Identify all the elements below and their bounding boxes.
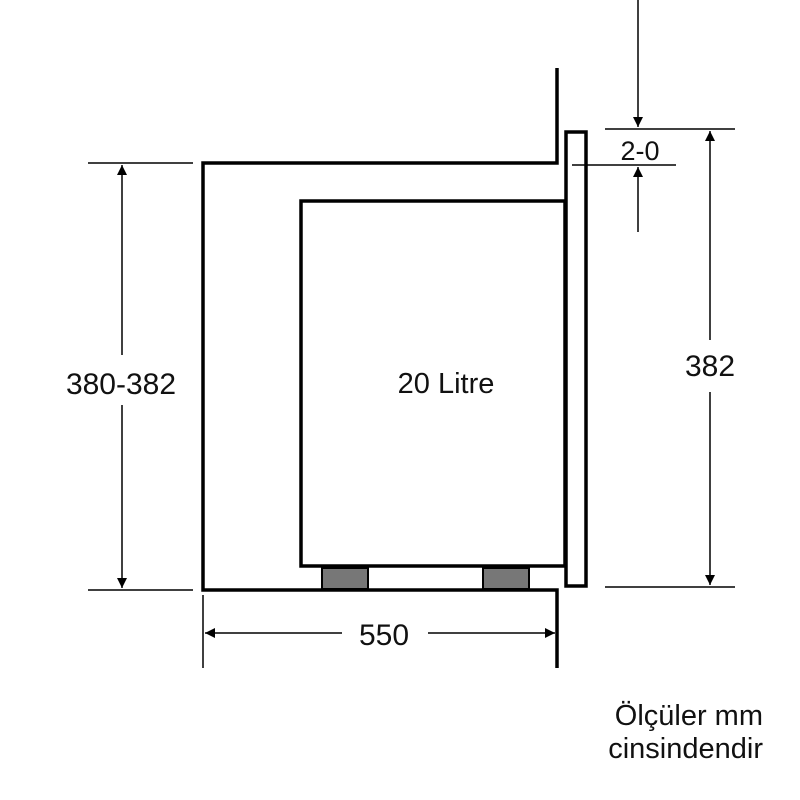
appliance-door-panel bbox=[564, 130, 588, 588]
top-gap-label: 2-0 bbox=[620, 136, 659, 166]
units-note-line2: cinsindendir bbox=[608, 733, 763, 765]
appliance-foot-left bbox=[321, 567, 369, 590]
appliance-capacity-label: 20 Litre bbox=[398, 368, 495, 400]
appliance-height-label: 382 bbox=[685, 350, 735, 383]
appliance-height-dimension bbox=[605, 128, 735, 588]
depth-dimension bbox=[202, 595, 555, 668]
cabinet-niche-outline bbox=[201, 68, 559, 668]
appliance-foot-right bbox=[482, 567, 530, 590]
niche-height-label: 380-382 bbox=[66, 368, 176, 401]
units-note-line1: Ölçüler mm bbox=[615, 700, 763, 732]
niche-height-dimension bbox=[88, 162, 193, 591]
depth-label: 550 bbox=[359, 619, 409, 652]
top-gap-dimension bbox=[572, 0, 676, 232]
